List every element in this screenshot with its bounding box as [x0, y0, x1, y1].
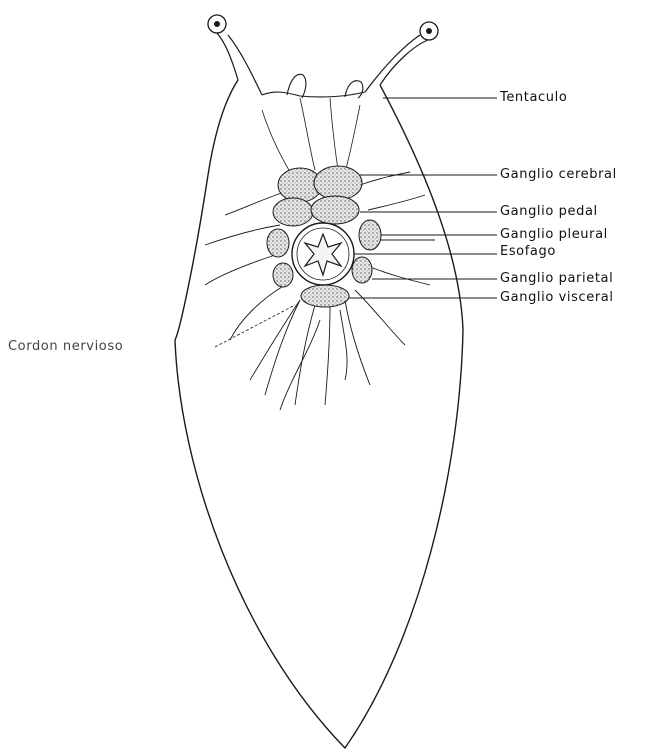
small-tentacle-left: [287, 74, 306, 98]
ganglio-visceral: [301, 285, 349, 307]
ganglio-pleural-left: [267, 229, 289, 257]
right-tentacle: [365, 35, 428, 92]
right-eye-spot: [426, 28, 432, 34]
ganglio-cerebral-right: [314, 166, 362, 200]
left-tentacle: [214, 30, 262, 95]
head-nerves: [262, 98, 360, 172]
label-cordon-nervioso: Cordon nervioso: [8, 339, 123, 354]
ganglio-parietal-right: [352, 257, 372, 283]
label-ganglio-pedal: Ganglio pedal: [500, 204, 598, 219]
ganglio-pedal-right: [311, 196, 359, 224]
head-outline: [262, 92, 365, 97]
label-ganglio-parietal: Ganglio parietal: [500, 271, 613, 286]
label-ganglio-visceral: Ganglio visceral: [500, 290, 614, 305]
label-esofago: Esofago: [500, 244, 556, 259]
ganglio-parietal-left: [273, 263, 293, 287]
label-ganglio-cerebral: Ganglio cerebral: [500, 167, 617, 182]
left-eye-spot: [214, 21, 220, 27]
label-ganglio-pleural: Ganglio pleural: [500, 227, 608, 242]
ganglio-pleural-right: [359, 220, 381, 250]
ganglio-pedal-left: [273, 198, 313, 226]
label-tentaculo: Tentaculo: [500, 90, 567, 105]
